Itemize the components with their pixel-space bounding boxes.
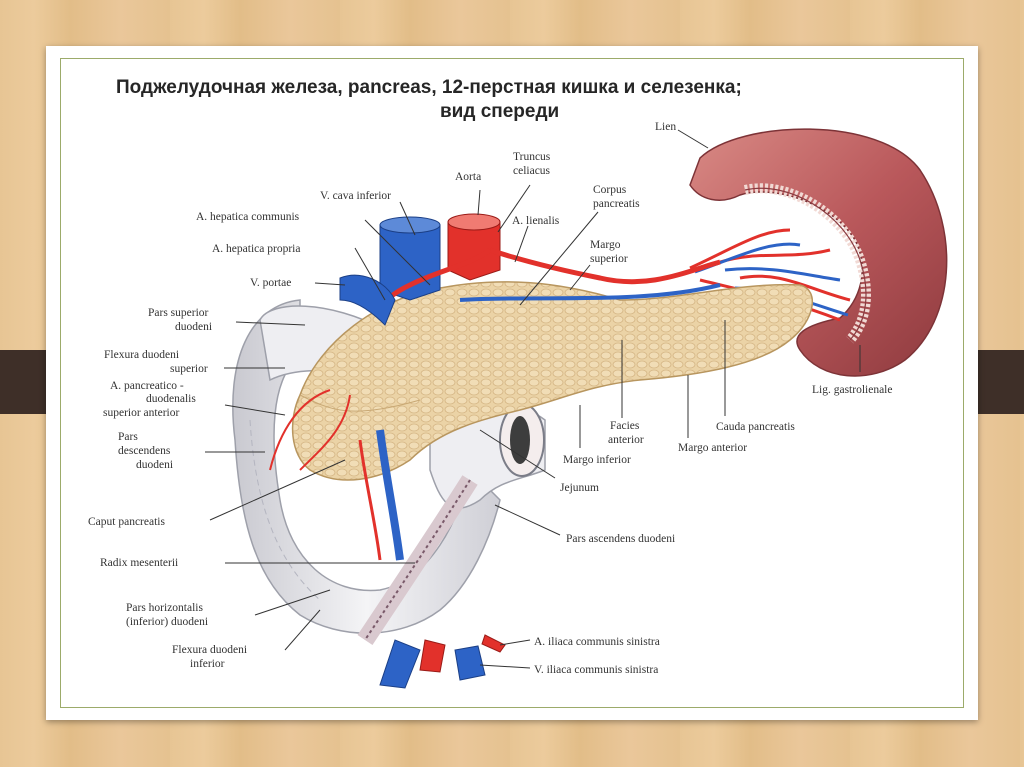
slide-title: Поджелудочная железа, pancreas, 12-перст… [116, 76, 916, 124]
label-margo-anterior: Margo anterior [678, 442, 747, 454]
label-truncus-2: celiacus [513, 165, 551, 177]
label-margo-inferior: Margo inferior [563, 454, 631, 466]
label-facies-2: anterior [608, 434, 644, 446]
label-flexura-sup-1: Flexura duodeni [104, 349, 179, 361]
label-pars-superior-1: Pars superior [148, 307, 209, 319]
label-pars-horiz-2: (inferior) duodeni [126, 616, 208, 628]
leader-lines [205, 129, 861, 669]
label-flexura-inf-1: Flexura duodeni [172, 644, 247, 656]
label-corpus-1: Corpus [593, 184, 627, 196]
label-hepatica-communis: A. hepatica communis [196, 211, 300, 223]
label-jejunum: Jejunum [560, 482, 599, 494]
label-flexura-inf-2: inferior [190, 658, 225, 670]
label-portae: V. portae [250, 277, 291, 289]
label-pars-superior-2: duodeni [175, 321, 212, 333]
spleen [689, 128, 948, 377]
label-margo-superior-1: Margo [590, 239, 621, 251]
label-lien: Lien [655, 121, 676, 133]
label-cauda: Cauda pancreatis [716, 421, 795, 433]
label-iliaca-a: A. iliaca communis sinistra [534, 636, 660, 648]
label-pancreatico-3: superior anterior [103, 407, 179, 419]
label-flexura-sup-2: superior [170, 363, 208, 375]
label-aorta: Aorta [455, 171, 481, 183]
label-margo-superior-2: superior [590, 253, 628, 265]
title-line-2: вид спереди [440, 101, 560, 122]
label-radix: Radix mesenterii [100, 557, 178, 569]
label-caput: Caput pancreatis [88, 516, 165, 528]
label-facies-1: Facies [610, 420, 640, 432]
label-lienalis: A. lienalis [512, 215, 560, 227]
label-pars-ascendens: Pars ascendens duodeni [566, 533, 675, 545]
label-truncus-1: Truncus [513, 151, 551, 163]
vessels [269, 213, 721, 689]
label-cava-inferior: V. cava inferior [320, 190, 391, 202]
label-pancreatico-2: duodenalis [146, 393, 196, 405]
label-pars-horiz-1: Pars horizontalis [126, 602, 203, 614]
title-line-1: Поджелудочная железа, pancreas, 12-перст… [116, 77, 742, 98]
slide-frame [60, 58, 964, 708]
label-pars-desc-1: Pars [118, 431, 138, 443]
label-pancreatico-1: A. pancreatico - [110, 380, 184, 392]
labels: Lien Truncus celiacus Aorta Corpus pancr… [88, 121, 892, 676]
label-hepatica-propria: A. hepatica propria [212, 243, 300, 255]
label-corpus-2: pancreatis [593, 198, 640, 210]
label-iliaca-v: V. iliaca communis sinistra [534, 664, 658, 676]
label-gastrolienale: Lig. gastrolienale [812, 384, 892, 396]
label-pars-desc-3: duodeni [136, 459, 173, 471]
label-pars-desc-2: descendens [118, 445, 171, 457]
